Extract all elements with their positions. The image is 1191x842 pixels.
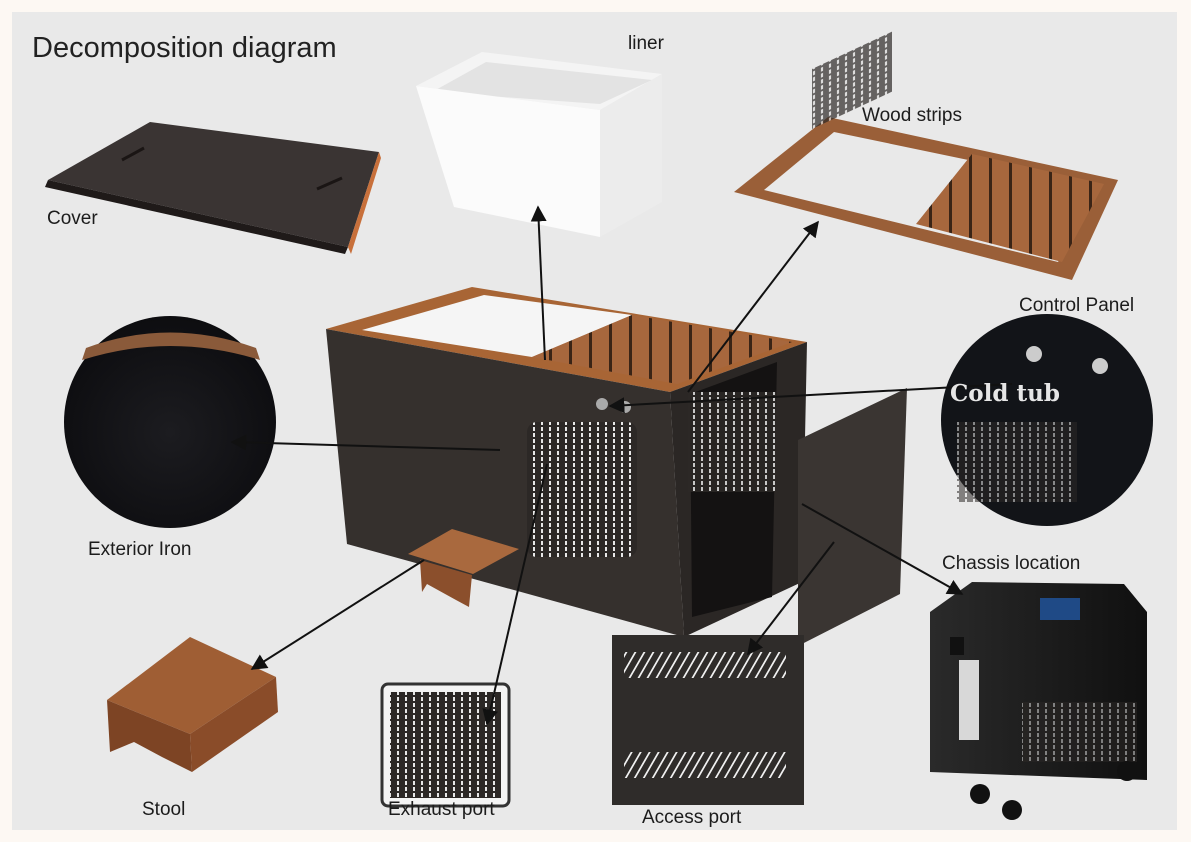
access-door bbox=[798, 31, 907, 646]
access-port-panel bbox=[612, 635, 804, 805]
cold-tub-body bbox=[326, 287, 807, 637]
arrow-to-control-panel bbox=[608, 383, 1013, 414]
diagram-artwork bbox=[45, 31, 1153, 820]
arrow-to-exterior-iron bbox=[230, 434, 501, 451]
label-control-panel: Control Panel bbox=[1019, 295, 1135, 316]
label-exhaust-port: Exhaust port bbox=[388, 799, 495, 820]
stool bbox=[107, 637, 278, 772]
control-panel-detail bbox=[941, 314, 1153, 526]
chassis-unit bbox=[930, 582, 1147, 820]
label-cover: Cover bbox=[47, 208, 98, 229]
label-access-port: Access port bbox=[642, 807, 742, 828]
arrow-to-exhaust-port bbox=[482, 463, 548, 726]
wood-strips-frame bbox=[734, 117, 1118, 280]
small-stool bbox=[408, 529, 519, 607]
arrow-to-stool bbox=[250, 559, 425, 670]
control-panel-print: Cold tub bbox=[950, 380, 1060, 407]
diagram-canvas: Decomposition diagram liner Wood strips … bbox=[12, 12, 1177, 830]
label-stool: Stool bbox=[142, 799, 186, 820]
cover-panel bbox=[45, 122, 381, 254]
arrow-to-access-port bbox=[747, 541, 835, 656]
arrow-to-chassis bbox=[801, 503, 964, 595]
exhaust-port-panel bbox=[380, 682, 511, 808]
exterior-iron-detail bbox=[64, 316, 276, 528]
arrow-to-wood-strips bbox=[687, 220, 819, 393]
arrow-to-liner bbox=[530, 205, 547, 361]
label-exterior-iron: Exterior Iron bbox=[88, 539, 192, 560]
label-wood-strips: Wood strips bbox=[862, 105, 962, 126]
label-liner: liner bbox=[628, 33, 664, 54]
label-chassis-location: Chassis location bbox=[942, 553, 1081, 574]
liner-tub bbox=[416, 52, 662, 237]
diagram-title: Decomposition diagram bbox=[32, 32, 337, 64]
